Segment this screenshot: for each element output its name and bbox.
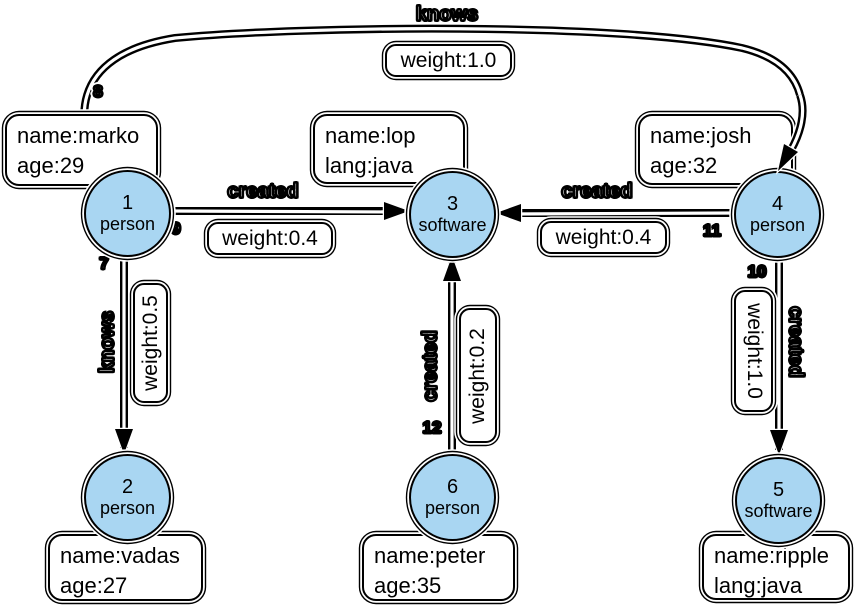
edge-8-arrowhead [775, 142, 801, 175]
edge-8-id-label: 8 [92, 81, 104, 102]
node-6-property-2: age:35 [374, 573, 442, 598]
node-2-properties-box: name:vadas age:27 [48, 534, 203, 601]
node-5-circle: 5 software [735, 457, 822, 544]
node-3-id: 3 [446, 192, 459, 215]
edge-8-curve [78, 23, 806, 186]
edge-11-weight-box: weight:0.4 [540, 221, 667, 254]
node-4-property-1: name:josh [650, 123, 752, 148]
node-4-circle: 4 person [734, 171, 821, 258]
node-6-id: 6 [446, 475, 459, 498]
edge-10-weight-box: weight:1.0 [734, 290, 773, 412]
node-5-property-1: name:ripple [714, 543, 829, 568]
node-1-property-1: name:marko [17, 123, 140, 148]
node-1-id: 1 [121, 191, 134, 214]
node-2-property-2: age:27 [60, 573, 128, 598]
edge-7-weight-box: weight:0.5 [133, 283, 168, 403]
node-2-type: person [99, 497, 156, 518]
edge-11-id-label: 11 [702, 220, 722, 241]
node-2-circle: 2 person [84, 454, 171, 541]
node-6-type: person [424, 497, 481, 518]
node-2-property-1: name:vadas [60, 543, 180, 568]
edge-12-weight-box: weight:0.2 [459, 308, 497, 443]
node-5-property-2: lang:java [714, 573, 803, 598]
edge-11-weight: weight:0.4 [555, 225, 652, 249]
node-3-property-2: lang:java [325, 153, 414, 178]
node-3-circle: 3 software [409, 171, 496, 258]
node-2-id: 2 [121, 475, 134, 498]
edge-8-weight-box: weight:1.0 [385, 44, 512, 77]
node-4-type: person [749, 214, 806, 235]
edge-9-arrowhead [382, 200, 413, 222]
node-4-id: 4 [771, 192, 784, 215]
node-6-circle: 6 person [409, 454, 496, 541]
edge-10-arrowhead [768, 428, 790, 459]
edge-9-id-label: 9 [170, 218, 182, 239]
edge-7-id-label: 7 [98, 253, 110, 274]
edge-7-arrowhead [113, 427, 135, 458]
edge-8-label: knows [415, 2, 480, 26]
node-3-property-1: name:lop [325, 123, 416, 148]
edge-11-arrowhead [492, 202, 523, 224]
edge-8-hook [786, 93, 809, 153]
edge-12-id-label: 12 [421, 417, 442, 438]
node-3-type: software [418, 214, 487, 235]
edge-8-weight: weight:1.0 [400, 48, 497, 72]
edge-12-arrowhead [441, 252, 463, 283]
node-1-circle: 1 person [84, 170, 171, 257]
edge-9-weight: weight:0.4 [222, 226, 318, 250]
node-5-properties-box: name:ripple lang:java [702, 534, 850, 600]
edge-11-line [504, 207, 736, 219]
node-6-property-1: name:peter [374, 543, 486, 568]
node-4-property-2: age:32 [650, 153, 718, 178]
node-1-type: person [99, 213, 156, 234]
node-5-type: software [744, 500, 813, 521]
edge-9-weight-box: weight:0.4 [207, 222, 333, 255]
edge-11-label: created [560, 179, 633, 203]
node-5-id: 5 [772, 478, 785, 501]
edge-9-label: created [226, 179, 299, 203]
edge-10-id-label: 10 [746, 261, 767, 282]
node-1-property-2: age:29 [17, 153, 85, 178]
edge-9-line [168, 205, 403, 217]
